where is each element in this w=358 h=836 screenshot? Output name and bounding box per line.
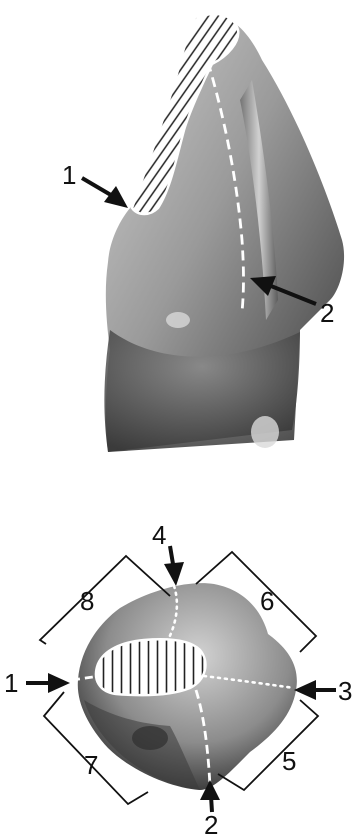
label-3-bottom: 3 bbox=[338, 676, 352, 706]
label-1-bottom: 1 bbox=[4, 668, 18, 698]
label-6: 6 bbox=[260, 586, 274, 616]
tooth-root-tip bbox=[251, 416, 279, 448]
wear-facet-bottom bbox=[96, 639, 205, 695]
crown-pit bbox=[132, 726, 168, 750]
label-7: 7 bbox=[84, 750, 98, 780]
label-8: 8 bbox=[80, 586, 94, 616]
top-panel: 1 2 bbox=[62, 14, 344, 452]
arrow-1-bottom bbox=[26, 673, 70, 693]
arrow-1-top: 1 bbox=[62, 160, 128, 208]
arrow-3-bottom bbox=[294, 680, 336, 700]
label-2-bottom: 2 bbox=[204, 810, 218, 836]
label-1-top: 1 bbox=[62, 160, 76, 190]
label-2-top: 2 bbox=[320, 298, 334, 328]
tooth-highlight bbox=[166, 312, 190, 328]
bottom-panel: 4 8 6 1 3 7 5 2 bbox=[4, 520, 352, 836]
label-4-bottom: 4 bbox=[152, 520, 166, 550]
label-5: 5 bbox=[282, 746, 296, 776]
arrow-4-bottom bbox=[164, 546, 184, 586]
